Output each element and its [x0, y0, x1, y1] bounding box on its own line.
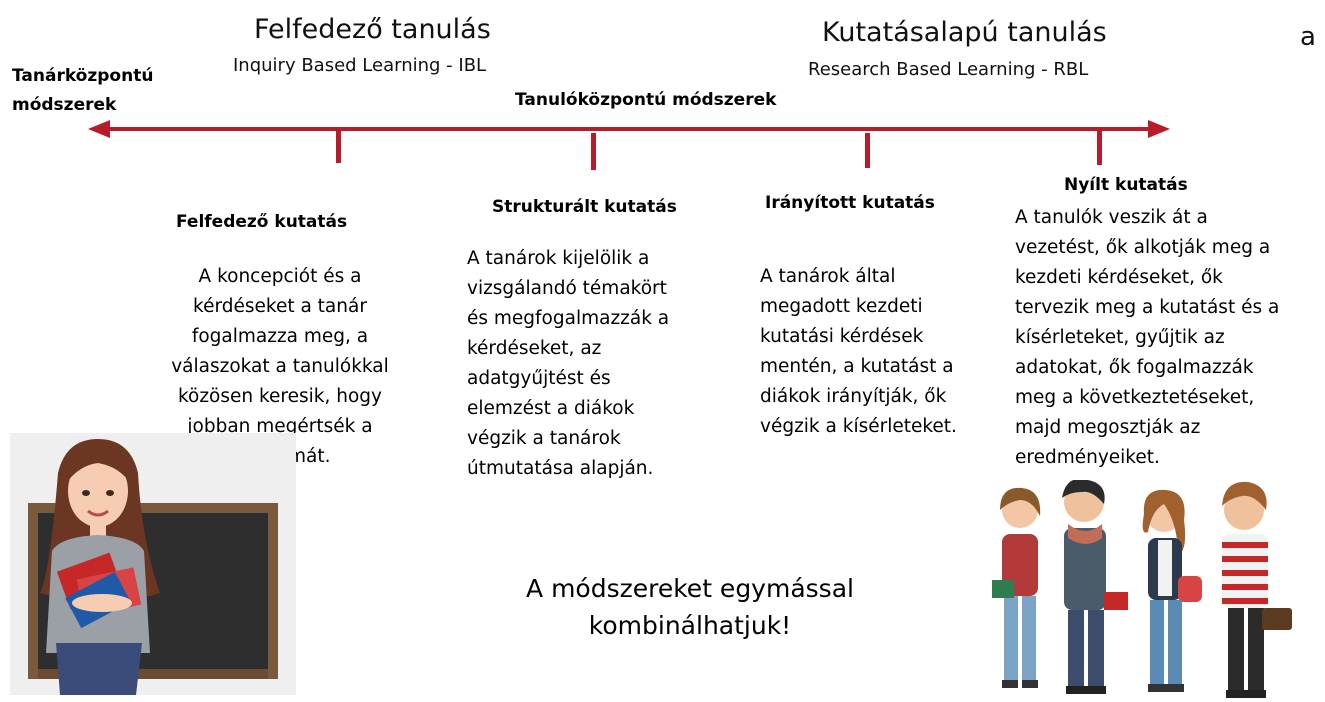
- text-line: kísérleteket, gyűjtik az: [1015, 327, 1225, 348]
- column-title-structured: Strukturált kutatás: [492, 197, 677, 217]
- text-line: majd megosztják az: [1015, 417, 1201, 438]
- text-line: végzik a kísérleteket.: [760, 416, 957, 437]
- text-line: megadott kezdeti: [760, 296, 923, 317]
- text-line: közösen keresik, hogy: [177, 386, 383, 407]
- research-learning-title: Kutatásalapú tanulás: [822, 17, 1107, 48]
- text-line: A tanárok által: [760, 266, 896, 287]
- teacher-chalkboard-illustration: [10, 433, 296, 695]
- text-line: meg a következtetéseket,: [1015, 387, 1255, 408]
- text-line: végzik a tanárok: [467, 428, 621, 449]
- teacher-student-axis-arrow: [88, 120, 1170, 138]
- column-title-discovery: Felfedező kutatás: [176, 212, 348, 232]
- text-line: vezetést, ők alkotják meg a: [1015, 237, 1271, 258]
- student-centered-label: Tanulóközpontú módszerek: [515, 90, 777, 110]
- research-learning-subtitle: Research Based Learning - RBL: [808, 59, 1089, 80]
- column-title-open: Nyílt kutatás: [1064, 175, 1188, 195]
- text-line: elemzést a diákok: [467, 398, 635, 419]
- text-line: és megfogalmazzák a: [467, 308, 670, 329]
- axis-tick-4: [1097, 128, 1102, 165]
- text-line: adatokat, ők fogalmazzák: [1015, 357, 1254, 378]
- closing-line-1: A módszereket egymással: [526, 574, 854, 603]
- text-line: vizsgálandó témakört: [467, 278, 667, 299]
- text-line: A tanárok kijelölik a: [467, 248, 650, 269]
- cut-off-text-fragment: a: [1300, 22, 1316, 52]
- text-line: kezdeti kérdéseket, ők: [1015, 267, 1223, 288]
- column-body-guided: A tanárok által megadott kezdeti kutatás…: [760, 262, 1000, 442]
- text-line: A koncepciót és a: [198, 266, 362, 287]
- text-line: A tanulók veszik át a: [1015, 207, 1208, 228]
- text-line: útmutatása alapján.: [467, 458, 654, 479]
- text-line: fogalmazza meg, a: [191, 326, 369, 347]
- axis-tick-1: [336, 128, 341, 163]
- text-line: mentén, a kutatást a: [760, 356, 954, 377]
- text-line: kutatási kérdések: [760, 326, 924, 347]
- discovery-learning-subtitle: Inquiry Based Learning - IBL: [233, 55, 487, 76]
- closing-line-2: kombinálhatjuk!: [588, 611, 792, 640]
- teacher-centered-label-line2: módszerek: [12, 95, 117, 115]
- teacher-centered-label: Tanárközpontú módszerek: [12, 62, 153, 120]
- text-line: tervezik meg a kutatást és a: [1015, 297, 1280, 318]
- text-line: kérdéseket a tanár: [193, 296, 367, 317]
- discovery-learning-title: Felfedező tanulás: [254, 14, 491, 45]
- text-line: adatgyűjtést és: [467, 368, 611, 389]
- text-line: kérdéseket, az: [467, 338, 602, 359]
- column-title-guided: Irányított kutatás: [765, 193, 935, 213]
- column-body-structured: A tanárok kijelölik a vizsgálandó témakö…: [467, 244, 727, 484]
- text-line: eredményeiket.: [1015, 447, 1160, 468]
- text-line: jobban megértsék a: [187, 416, 373, 437]
- column-body-open: A tanulók veszik át a vezetést, ők alkot…: [1015, 203, 1320, 473]
- axis-tick-2: [591, 133, 596, 170]
- text-line: diákok irányítják, ők: [760, 386, 947, 407]
- teacher-centered-label-line1: Tanárközpontú: [12, 66, 154, 86]
- students-group-illustration: [992, 480, 1292, 698]
- closing-statement: A módszereket egymással kombinálhatjuk!: [440, 570, 940, 644]
- axis-tick-3: [865, 133, 870, 168]
- text-line: válaszokat a tanulókkal: [171, 356, 389, 377]
